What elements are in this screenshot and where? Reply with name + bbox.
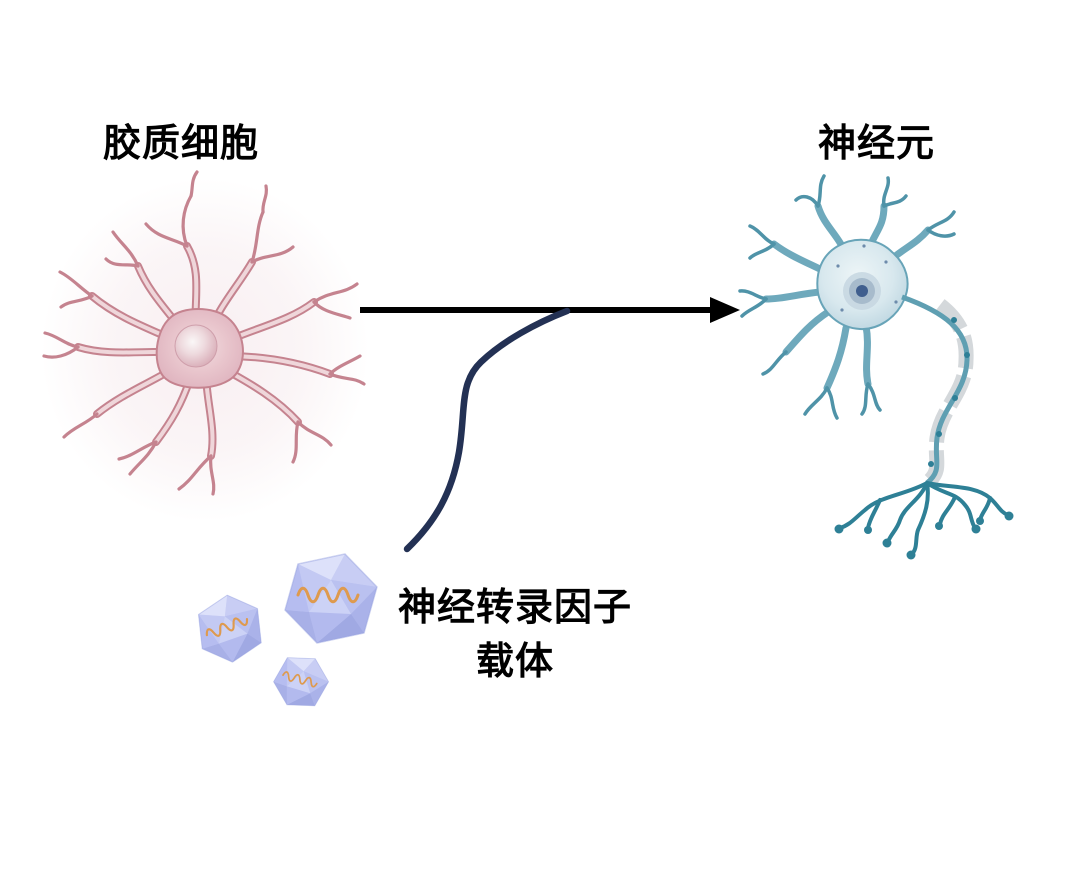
vector-label: 神经转录因子 载体 bbox=[384, 582, 646, 690]
glial-cell-illustration bbox=[41, 170, 369, 522]
myelin-nodes bbox=[928, 317, 970, 467]
neuron-nucleolus bbox=[856, 285, 868, 297]
vector-label-line2: 载体 bbox=[475, 640, 554, 683]
virus-capsid-large bbox=[283, 552, 379, 645]
neuron-axon bbox=[901, 294, 970, 485]
glial-cell-nucleus bbox=[174, 324, 218, 368]
conversion-arrow-head bbox=[710, 297, 740, 323]
axon-terminals bbox=[838, 481, 1010, 556]
virus-capsid-medium bbox=[186, 585, 274, 672]
virus-particles-illustration bbox=[186, 552, 379, 715]
conversion-arrow bbox=[360, 297, 740, 323]
vector-delivery-curve bbox=[403, 307, 571, 553]
neuron-label: 神经元 bbox=[818, 123, 936, 165]
terminal-boutons bbox=[834, 511, 1014, 560]
glial-cell-label: 胶质细胞 bbox=[103, 123, 260, 165]
neuron-soma-speckles bbox=[836, 244, 898, 312]
vector-label-line1: 神经转录因子 bbox=[397, 587, 632, 629]
neuron-illustration bbox=[738, 174, 1014, 560]
glial-cell-branch-tips bbox=[42, 170, 366, 496]
virus-capsid-small bbox=[268, 649, 335, 715]
